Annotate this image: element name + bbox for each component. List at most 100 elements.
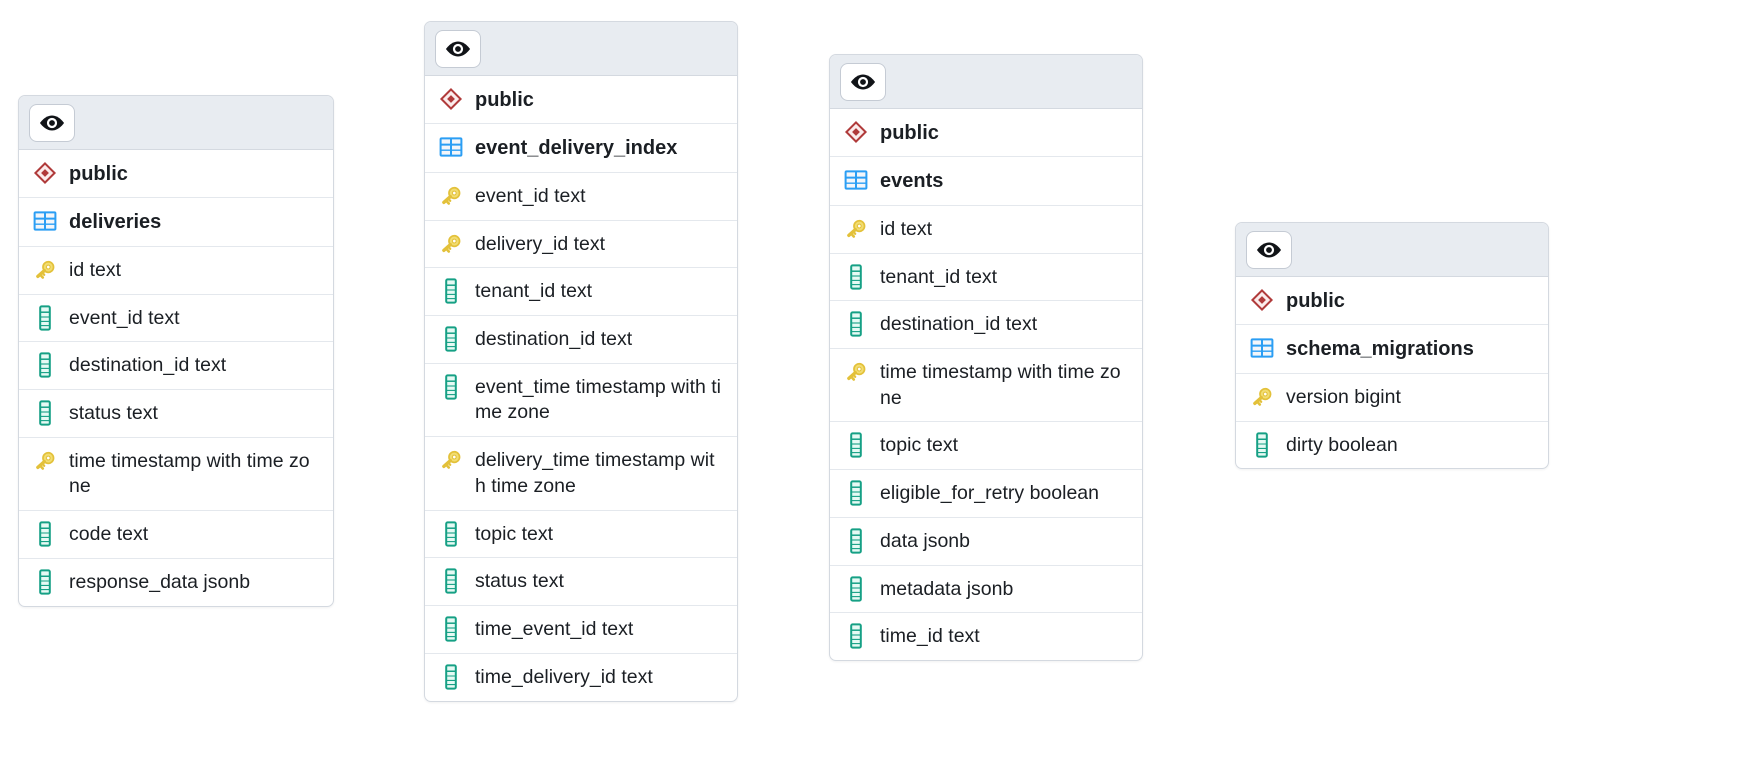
column-icon: [843, 263, 869, 290]
eye-icon-button[interactable]: [1246, 230, 1292, 269]
table-name-row[interactable]: events: [830, 157, 1142, 206]
primary-key-row[interactable]: id text: [19, 247, 333, 295]
table-name: deliveries: [69, 211, 162, 234]
schema-name: public: [69, 163, 128, 185]
schema-row[interactable]: public: [830, 109, 1142, 158]
column-icon: [843, 432, 869, 459]
column-icon: [438, 568, 464, 594]
table-name: schema_migrations: [1286, 338, 1474, 361]
column-row[interactable]: time_id text: [830, 613, 1142, 660]
column-row[interactable]: dirty boolean: [1236, 422, 1548, 469]
table-card-header: [19, 96, 333, 150]
primary-key-row[interactable]: time timestamp with time zone: [830, 349, 1142, 423]
column-label: version bigint: [1286, 385, 1401, 408]
column-row[interactable]: time_delivery_id text: [425, 654, 737, 701]
column-row[interactable]: code text: [19, 511, 333, 559]
column-label: event_id text: [475, 184, 586, 207]
primary-key-row[interactable]: delivery_time timestamp with time zone: [425, 437, 737, 511]
column-label: destination_id text: [880, 313, 1038, 336]
column-label: time_id text: [880, 625, 980, 648]
column-label: tenant_id text: [880, 265, 998, 288]
column-row[interactable]: data jsonb: [830, 518, 1142, 566]
schema-row[interactable]: public: [425, 76, 737, 125]
table-card-event_delivery_index[interactable]: public event_delivery_index event_id text d…: [424, 21, 738, 702]
schema-diamond-icon: [843, 119, 869, 145]
table-card-header: [425, 22, 737, 76]
primary-key-row[interactable]: delivery_id text: [425, 221, 737, 269]
column-row[interactable]: tenant_id text: [830, 254, 1142, 302]
column-label: delivery_id text: [475, 232, 606, 255]
eye-icon: [848, 67, 878, 97]
column-label: response_data jsonb: [69, 570, 251, 593]
column-icon: [32, 304, 58, 331]
column-row[interactable]: destination_id text: [425, 316, 737, 364]
schema-row[interactable]: public: [1236, 277, 1548, 326]
eye-icon-button[interactable]: [435, 29, 481, 68]
primary-key-row[interactable]: time timestamp with time zone: [19, 438, 333, 512]
column-label: delivery_time timestamp with time zone: [475, 449, 715, 497]
column-icon: [438, 326, 464, 352]
column-row[interactable]: response_data jsonb: [19, 559, 333, 606]
column-row[interactable]: status text: [19, 390, 333, 438]
column-label: tenant_id text: [475, 280, 593, 303]
column-row[interactable]: metadata jsonb: [830, 566, 1142, 614]
column-row[interactable]: event_time timestamp with time zone: [425, 364, 737, 438]
column-row[interactable]: eligible_for_retry boolean: [830, 470, 1142, 518]
column-label: eligible_for_retry boolean: [880, 482, 1099, 505]
schema-name: public: [1286, 290, 1345, 312]
table-grid-icon: [32, 208, 58, 234]
column-label: topic text: [880, 434, 959, 457]
column-label: time_event_id text: [475, 618, 634, 641]
column-icon: [1249, 431, 1275, 458]
schema-row[interactable]: public: [19, 150, 333, 199]
schema-name: public: [880, 122, 939, 144]
primary-key-row[interactable]: id text: [830, 206, 1142, 254]
column-row[interactable]: tenant_id text: [425, 268, 737, 316]
eye-icon: [443, 34, 473, 64]
table-name-row[interactable]: schema_migrations: [1236, 325, 1548, 374]
schema-diamond-icon: [32, 160, 58, 186]
column-row[interactable]: destination_id text: [830, 301, 1142, 349]
table-grid-icon: [1249, 335, 1275, 361]
column-icon: [438, 664, 464, 690]
column-label: code text: [69, 523, 149, 546]
eye-icon-button[interactable]: [29, 103, 75, 142]
key-icon: [1249, 384, 1275, 410]
column-label: dirty boolean: [1286, 433, 1398, 456]
key-icon: [438, 183, 464, 209]
column-row[interactable]: topic text: [425, 511, 737, 559]
eye-icon-button[interactable]: [840, 62, 886, 101]
schema-name: public: [475, 89, 534, 111]
table-grid-icon: [438, 134, 464, 160]
column-label: event_time timestamp with time zone: [475, 375, 722, 424]
key-icon: [438, 447, 464, 473]
column-icon: [843, 576, 869, 602]
column-icon: [843, 480, 869, 506]
key-icon: [843, 216, 869, 242]
column-label: topic text: [475, 522, 554, 545]
column-icon: [438, 521, 464, 547]
column-label: id text: [69, 258, 122, 281]
primary-key-row[interactable]: event_id text: [425, 173, 737, 221]
table-card-header: [1236, 223, 1548, 277]
column-row[interactable]: topic text: [830, 422, 1142, 471]
column-row[interactable]: status text: [425, 558, 737, 607]
eye-icon: [37, 108, 67, 138]
column-icon: [438, 616, 464, 642]
table-name-row[interactable]: deliveries: [19, 198, 333, 247]
column-row[interactable]: destination_id text: [19, 342, 333, 390]
column-row[interactable]: time_event_id text: [425, 606, 737, 654]
table-name-row[interactable]: event_delivery_index: [425, 124, 737, 173]
column-label: time timestamp with time zone: [880, 360, 1121, 409]
column-icon: [438, 278, 464, 304]
column-label: data jsonb: [880, 529, 970, 552]
column-icon: [32, 569, 58, 595]
column-row[interactable]: event_id text: [19, 295, 333, 343]
primary-key-row[interactable]: version bigint: [1236, 374, 1548, 422]
table-name: event_delivery_index: [475, 137, 678, 160]
column-label: status text: [69, 401, 158, 424]
